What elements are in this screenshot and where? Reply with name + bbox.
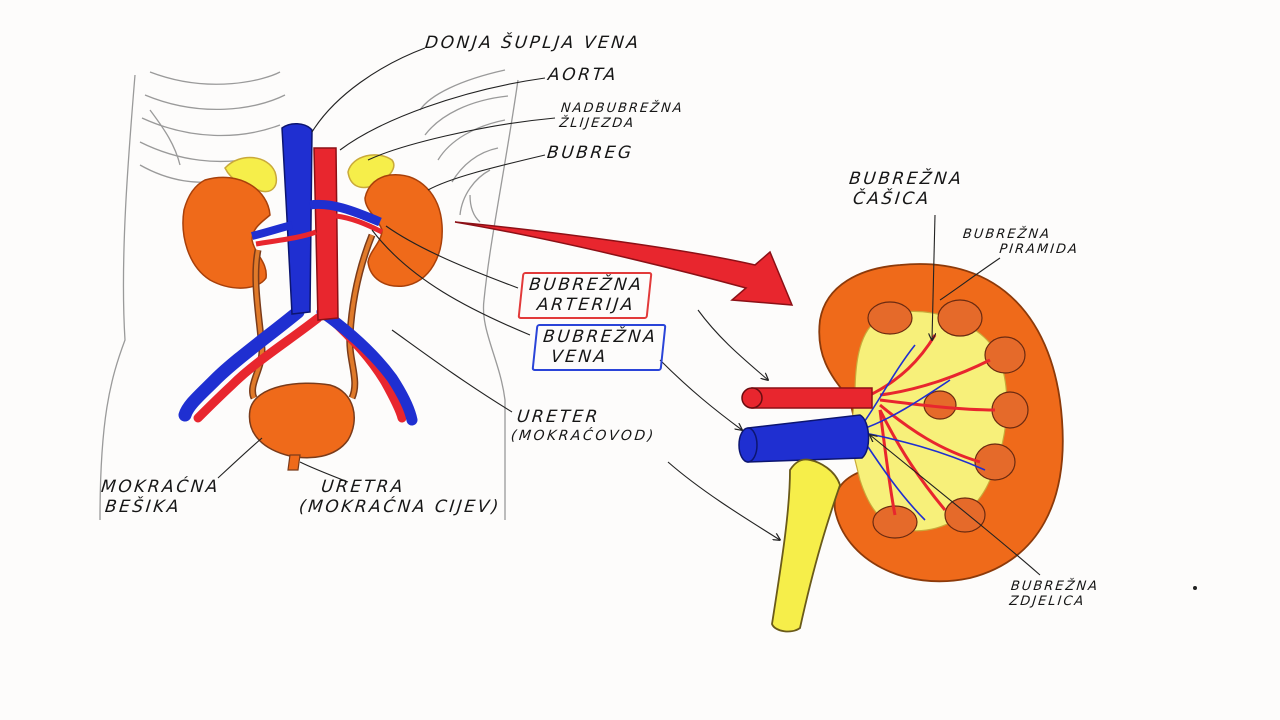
label-renal-artery-line2: ARTERIJA: [536, 294, 637, 315]
left-iliac-vein: [178, 305, 305, 422]
label-renal-vein-line1: BUBREŽNA: [542, 327, 659, 347]
label-urethra-line2: (MOKRAĆNA CIJEV): [298, 496, 502, 517]
label-renal-pelvis: BUBREŽNA ZDJELICA: [1008, 579, 1100, 610]
urethra: [287, 454, 301, 471]
label-urethra-line1: URETRA: [320, 477, 406, 497]
urinary-bladder: [248, 382, 355, 459]
renal-artery-detail: [751, 387, 873, 409]
label-renal-pyramid-line1: BUBREŽNA: [962, 227, 1052, 242]
label-renal-calyx: BUBREŽNA ČAŠICA: [846, 169, 965, 209]
right-iliac-vein: [316, 306, 418, 426]
right-renal-artery: [335, 213, 384, 235]
aorta: [313, 147, 339, 321]
label-renal-pyramid-line2: PIRAMIDA: [998, 241, 1080, 257]
left-renal-vein: [251, 221, 293, 240]
label-renal-vein: BUBREŽNA VENA: [531, 324, 667, 372]
label-renal-artery-line1: BUBREŽNA: [528, 275, 645, 295]
right-renal-vein: [309, 199, 382, 227]
inferior-vena-cava: [281, 123, 313, 315]
left-renal-artery: [255, 229, 317, 247]
label-kidney: BUBREG: [546, 143, 635, 163]
ureter-detail: [771, 458, 841, 633]
right-kidney: [364, 174, 443, 287]
label-renal-calyx-line2: ČAŠICA: [852, 188, 932, 209]
label-bladder-line2: BEŠIKA: [104, 496, 183, 517]
label-renal-vein-line2: VENA: [550, 346, 609, 367]
label-renal-artery: BUBREŽNA ARTERIJA: [517, 272, 653, 320]
label-renal-pelvis-line2: ZDJELICA: [1008, 593, 1087, 609]
label-adrenal-line2: ŽLIJEZDA: [558, 115, 636, 131]
label-urethra: URETRA (MOKRAĆNA CIJEV): [298, 477, 504, 517]
label-renal-calyx-line1: BUBREŽNA: [848, 169, 965, 189]
renal-vein-detail: [747, 414, 870, 463]
torso-outline: [99, 69, 519, 521]
zoom-arrow: [454, 221, 794, 306]
left-iliac-artery: [193, 313, 323, 423]
ink-dot: [1193, 586, 1197, 590]
renal-pyramids: [867, 299, 1029, 539]
label-inferior-vena-cava: DONJA ŠUPLJA VENA: [424, 33, 642, 53]
label-bladder: MOKRAĆNA BEŠIKA: [98, 477, 222, 517]
left-kidney: [182, 176, 271, 289]
renal-artery-opening: [741, 387, 763, 409]
label-bladder-line1: MOKRAĆNA: [100, 477, 222, 497]
renal-vein-opening: [738, 427, 758, 463]
label-ureter: URETER (MOKRAĆOVOD): [510, 407, 658, 444]
label-renal-pelvis-line1: BUBREŽNA: [1010, 579, 1100, 594]
label-adrenal-line1: NADBUBREŽNA: [560, 101, 685, 116]
label-ureter-line2: (MOKRAĆOVOD): [510, 427, 657, 444]
label-ureter-line1: URETER: [515, 407, 601, 427]
label-aorta: AORTA: [547, 65, 619, 85]
label-adrenal-gland: NADBUBREŽNA ŽLIJEZDA: [558, 101, 685, 132]
kidney-arterial-branches: [869, 334, 996, 516]
label-renal-pyramid: BUBREŽNA PIRAMIDA: [960, 227, 1081, 258]
leader-lines: [217, 47, 1041, 576]
